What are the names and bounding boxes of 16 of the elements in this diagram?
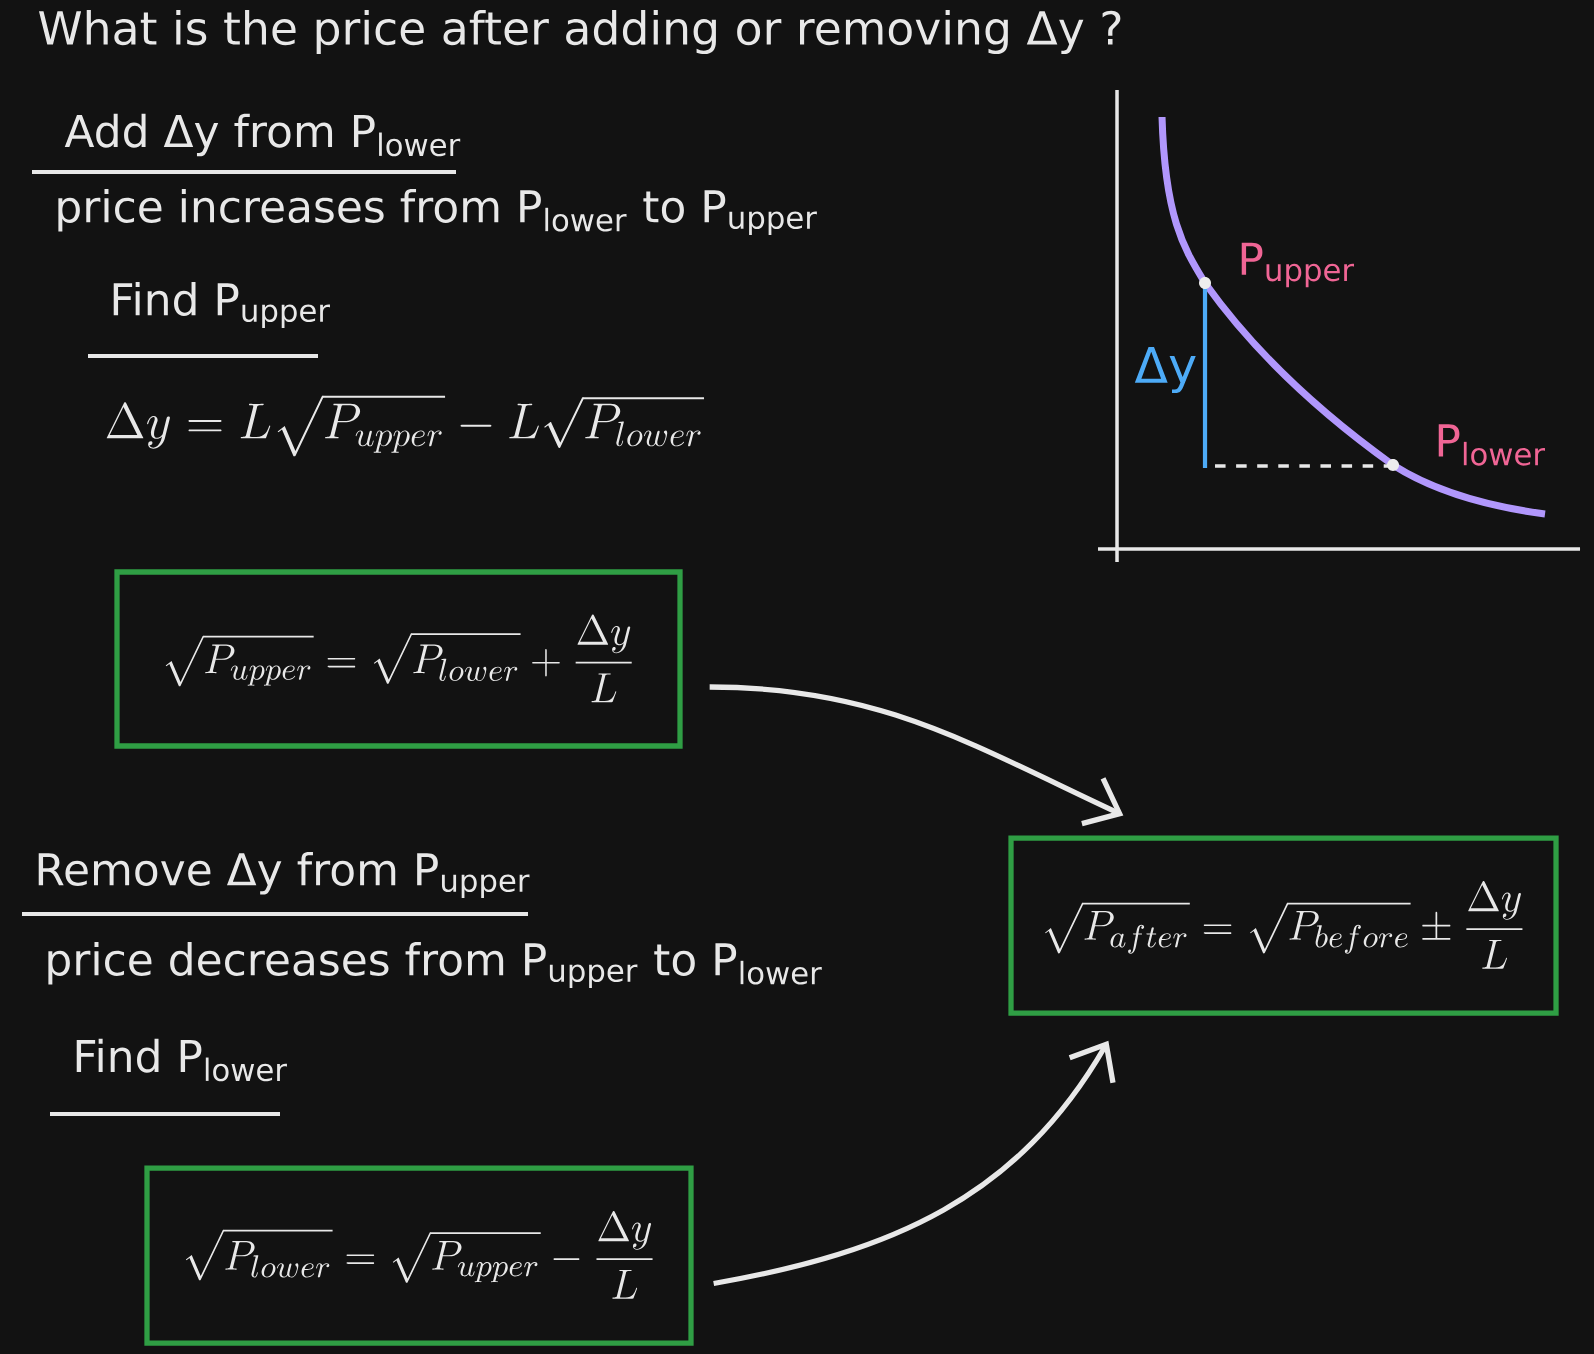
description-text: price decreases from P$_{upper}$ to P$_{lower}$ (48, 941, 822, 989)
description-text: price increases from P$_{lower}$ to P$_{upper}$ (58, 188, 817, 236)
arrow (713, 1040, 1116, 1287)
arrow (709, 684, 1124, 827)
section-heading: Add Δy from P$_{lower}$ (64, 113, 461, 157)
formula-box: $\sqrt{P_{after}} = \sqrt{P_{before}} \pm \frac{\Delta y}{L}$ (1008, 835, 1559, 1016)
step-heading: Find P$_{upper}$ (113, 281, 330, 329)
section-heading: Remove Δy from P$_{upper}$ (38, 851, 530, 899)
delta-label: Δy (1134, 346, 1196, 394)
step-heading: Find P$_{lower}$ (76, 1038, 287, 1082)
formula-box: $\sqrt{P_{lower}} = \sqrt{P_{upper}} - \frac{\Delta y}{L}$ (144, 1165, 694, 1346)
formula-box: $\sqrt{P_{upper}} = \sqrt{P_{lower}} + \frac{\Delta y}{L}$ (114, 569, 683, 749)
title: What is the price after adding or removing Δy ? (38, 9, 1121, 55)
point-label: P$_{upper}$ (1241, 242, 1354, 288)
equation: $\Delta y = L\sqrt{P_{upper}} - L\sqrt{P_{lower}}$ (106, 395, 705, 457)
point-label: P$_{lower}$ (1438, 424, 1545, 466)
